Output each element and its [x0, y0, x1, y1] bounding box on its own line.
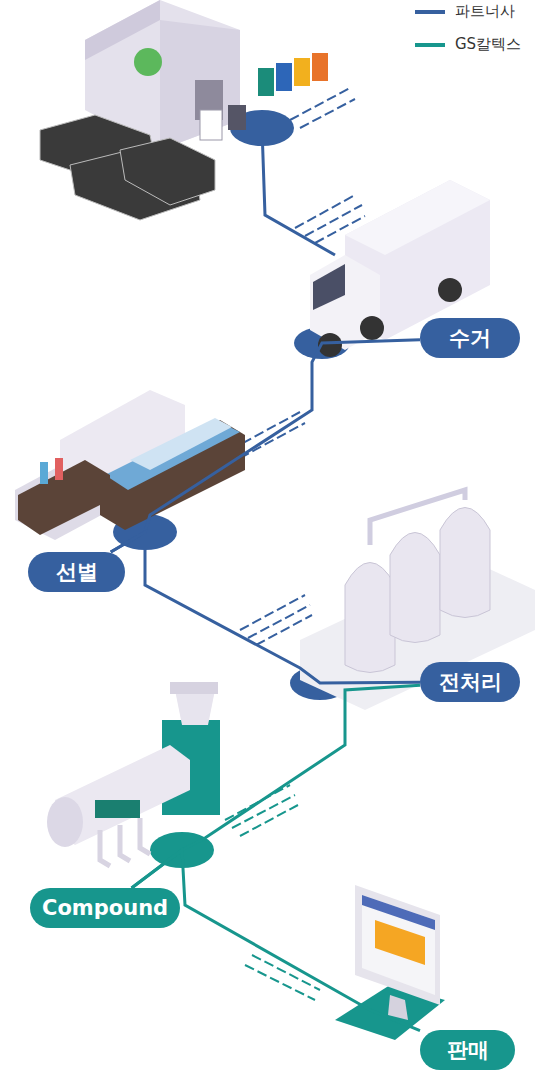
illustration-shape	[290, 88, 350, 120]
illustration-shape	[240, 805, 298, 836]
illustration-shape	[130, 418, 232, 470]
illustration-shape	[95, 800, 140, 818]
illustration-shape	[228, 105, 246, 130]
legend-text: GS칼텍스	[455, 35, 521, 54]
illustration-shape	[390, 533, 440, 643]
legend-line	[415, 43, 445, 47]
pretreatment-tanks	[290, 490, 535, 710]
illustration-shape	[258, 68, 274, 96]
illustration-shape	[120, 138, 215, 205]
compound-extruder	[47, 682, 220, 868]
illustration-shape	[318, 333, 342, 357]
illustration-shape	[313, 264, 345, 310]
illustration-shape	[375, 920, 425, 965]
illustration-shape	[40, 462, 48, 484]
stage-label: 판매	[420, 1030, 515, 1070]
illustration-shape	[345, 508, 490, 673]
stage-text: 수거	[449, 324, 491, 352]
recycling-building	[40, 0, 328, 220]
illustration-shape	[370, 490, 465, 545]
flow-connector	[132, 685, 420, 888]
illustration-shape	[47, 797, 83, 847]
stage-label: 전처리	[420, 662, 520, 702]
illustration-shape	[150, 832, 214, 868]
feed-line	[262, 128, 335, 255]
illustration-shape	[55, 458, 63, 480]
illustration-shape	[294, 58, 310, 86]
illustration-shape	[362, 895, 435, 930]
illustration-shape	[100, 420, 245, 530]
illustration-shape	[440, 508, 490, 618]
illustration-shape	[438, 278, 462, 302]
stage-label: 수거	[420, 318, 520, 358]
illustration-shape	[100, 818, 150, 866]
motion-dashes	[230, 88, 365, 645]
legend-text: 파트너사	[455, 2, 515, 21]
illustration-shape	[140, 818, 150, 854]
sales-monitor	[335, 885, 445, 1040]
illustration-shape	[18, 460, 110, 535]
illustration-shape	[345, 180, 490, 255]
illustration-shape	[388, 995, 408, 1020]
stage-text: 전처리	[439, 668, 502, 696]
illustration-shape	[276, 63, 292, 91]
illustration-shape	[175, 690, 215, 725]
flow-connector	[111, 340, 420, 552]
illustration-shape	[170, 682, 218, 694]
stage-label: 선별	[28, 552, 125, 592]
truck	[294, 180, 490, 359]
legend-line	[415, 10, 445, 14]
illustration-shape	[40, 115, 215, 220]
illustration-shape	[252, 955, 320, 990]
stage-text: Compound	[42, 896, 168, 920]
illustration-shape	[295, 195, 355, 228]
motion-dashes	[225, 785, 320, 1000]
illustration-shape	[312, 53, 328, 81]
illustration-shape	[355, 885, 440, 1005]
illustration-shape	[258, 53, 328, 96]
illustration-shape	[134, 48, 162, 76]
stage-text: 판매	[447, 1036, 489, 1064]
illustration-shape	[240, 423, 305, 458]
illustration-shape	[120, 825, 130, 861]
legend-row: GS칼텍스	[415, 35, 521, 54]
illustration-shape	[362, 895, 435, 995]
illustration-shape	[360, 316, 384, 340]
illustration-shape	[300, 99, 355, 128]
illustration-shape	[345, 563, 395, 673]
flow-connector	[111, 532, 420, 683]
flow-connector	[132, 850, 420, 1031]
stage-label: Compound	[30, 888, 180, 928]
legend-row: 파트너사	[415, 2, 515, 21]
illustration-shape	[200, 110, 222, 140]
sorting-conveyor	[15, 390, 245, 550]
stage-text: 선별	[56, 558, 98, 586]
illustration-shape	[100, 830, 110, 866]
illustration-shape	[160, 20, 240, 150]
